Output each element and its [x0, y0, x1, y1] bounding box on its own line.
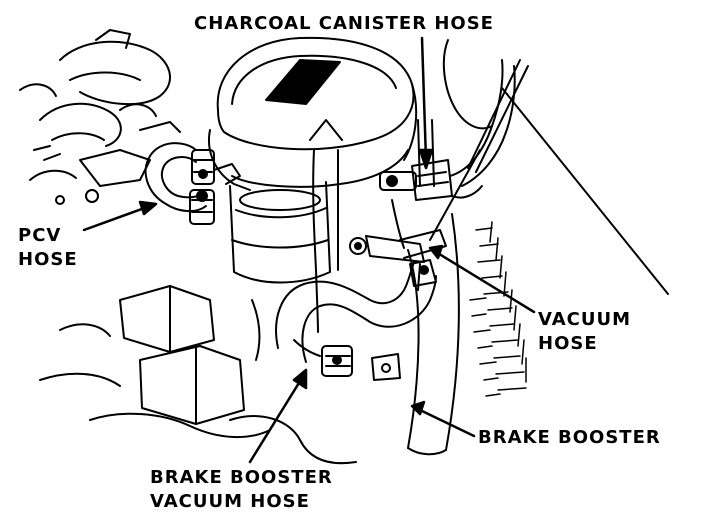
brake-booster-vacuum-hose-label-line-2: VACUUM HOSE — [150, 491, 310, 512]
engine-clutter-left — [19, 29, 181, 205]
center-pipe — [309, 119, 343, 333]
firewall-hatching — [469, 221, 527, 397]
charcoal-canister-hose — [379, 39, 516, 201]
vacuum-hose-label-line-2: HOSE — [538, 333, 598, 354]
engine-lower-left — [39, 285, 357, 465]
vacuum-hose-label-line-1: VACUUM — [538, 309, 631, 330]
charcoal-canister-hose-label: CHARCOAL CANISTER HOSE — [194, 13, 494, 34]
callout-leaders — [82, 36, 536, 464]
plenum — [229, 181, 331, 284]
pcv-hose — [144, 142, 241, 225]
pcv-hose-label-line-1: PCV — [18, 225, 62, 246]
pcv-hose-label-line-2: HOSE — [18, 249, 78, 270]
brake-booster-vacuum-hose — [275, 261, 437, 377]
brake-booster-vacuum-hose-label: BRAKE BOOSTER VACUUM HOSE — [150, 466, 333, 514]
brake-booster-label: BRAKE BOOSTER — [478, 427, 661, 448]
vacuum-hose-label: VACUUM HOSE — [538, 308, 631, 356]
pcv-hose-label: PCV HOSE — [18, 224, 78, 272]
vacuum-hose-fitting — [349, 199, 447, 291]
throttle-cable — [429, 59, 669, 295]
brake-booster — [371, 213, 460, 456]
brake-booster-vacuum-hose-label-line-1: BRAKE BOOSTER — [150, 467, 333, 488]
air-cleaner — [208, 36, 418, 191]
